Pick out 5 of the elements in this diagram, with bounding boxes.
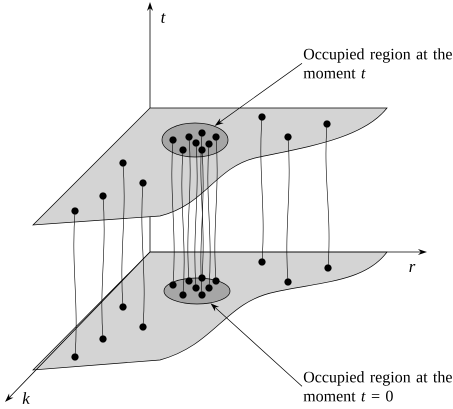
callout-text: Occupied region at the moment t bbox=[304, 48, 452, 78]
axis-label: r bbox=[409, 264, 416, 272]
axis-label: k bbox=[22, 392, 30, 404]
axis-label: t bbox=[161, 13, 166, 23]
callout-text: Occupied region at the moment t = 0 bbox=[304, 371, 452, 402]
